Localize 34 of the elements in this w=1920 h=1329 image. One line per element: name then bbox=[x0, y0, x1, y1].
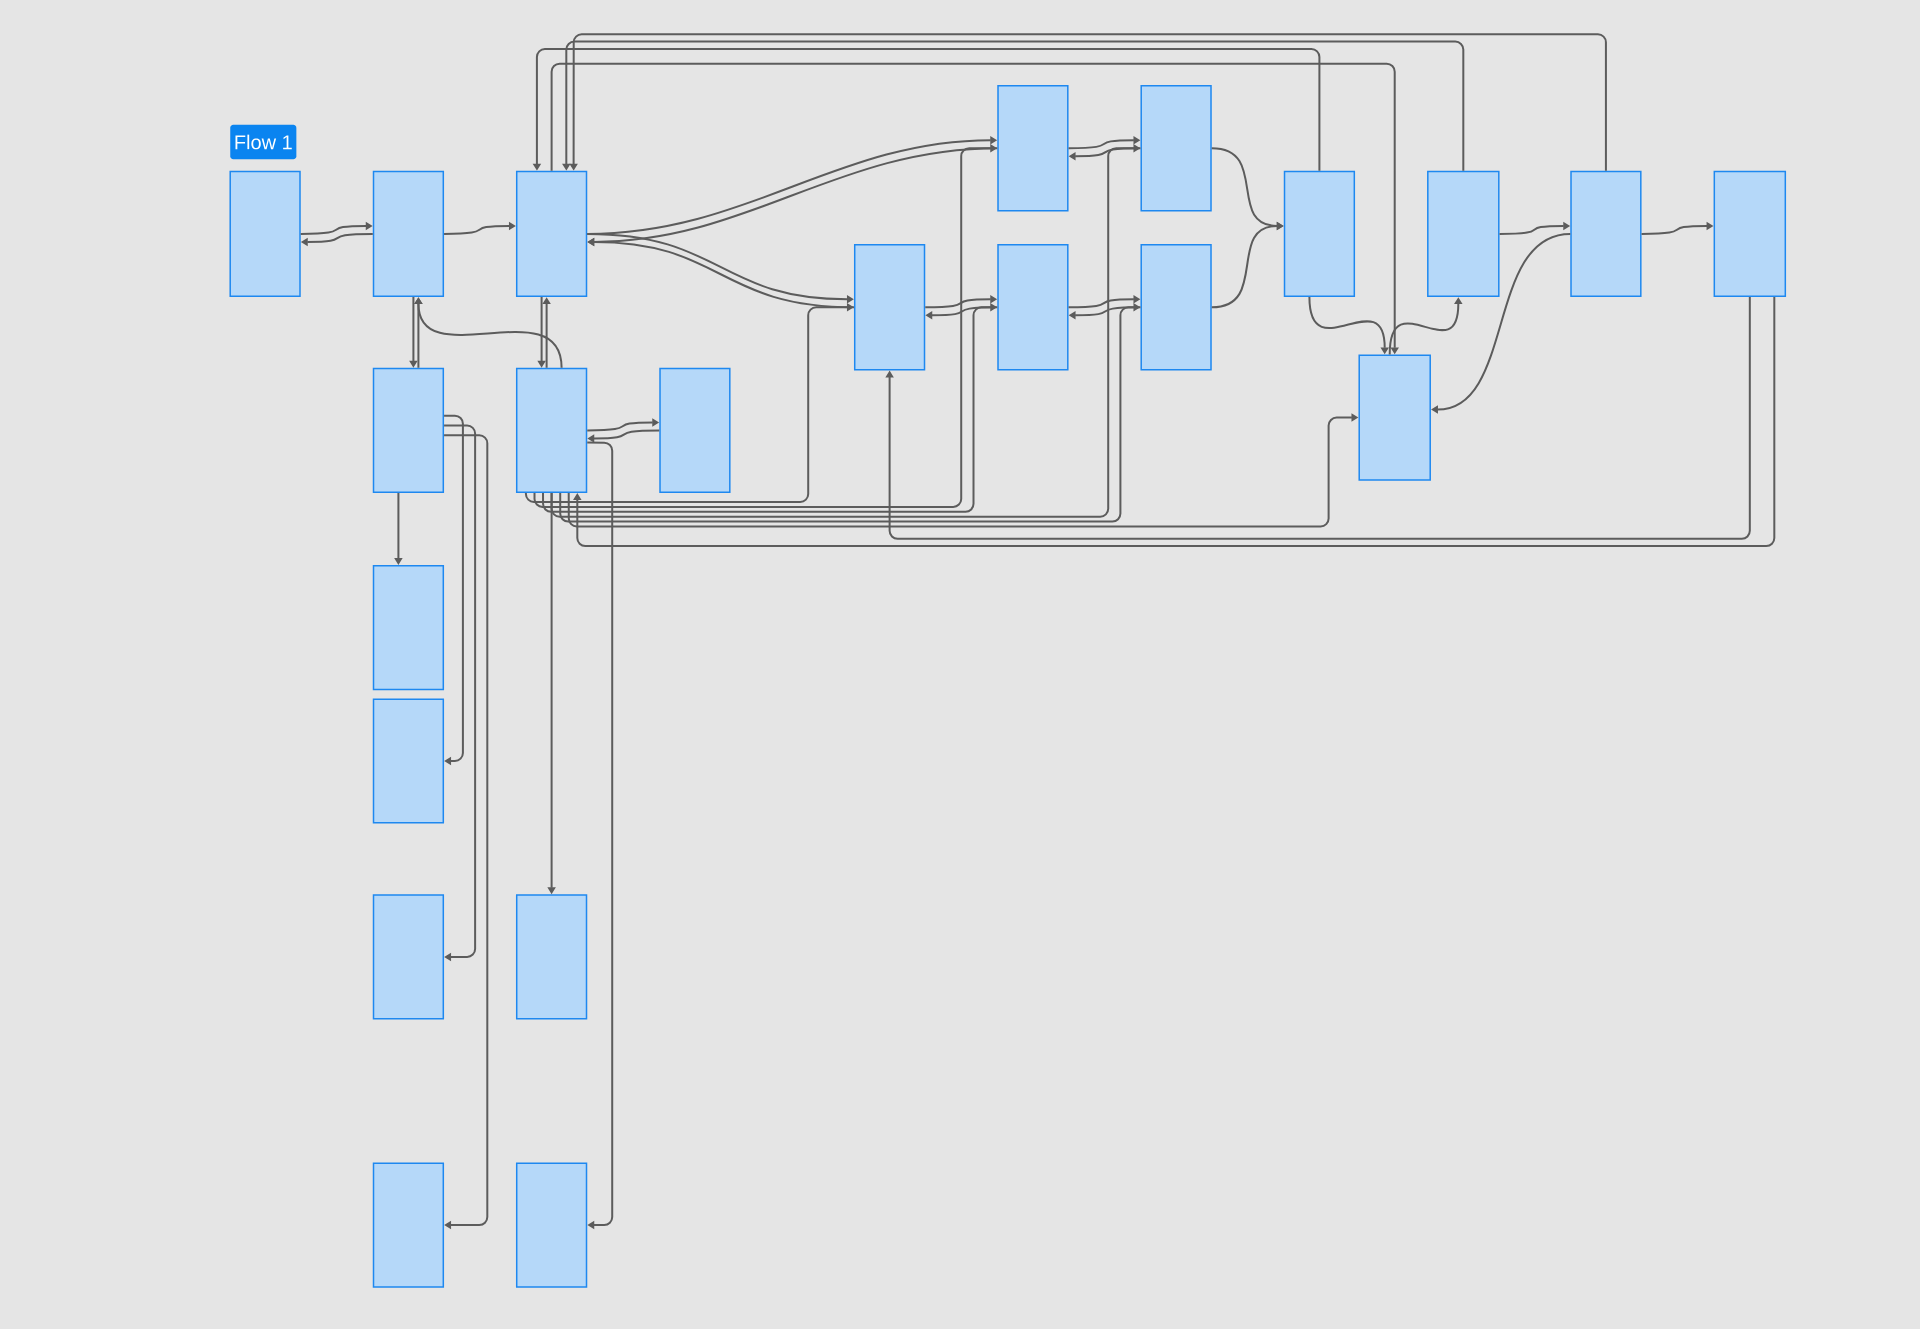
connector-arrow bbox=[586, 441, 614, 1230]
screen-box bbox=[515, 1162, 588, 1288]
screen-box bbox=[372, 1162, 445, 1288]
screen-box bbox=[372, 170, 445, 298]
screen-box bbox=[1570, 170, 1642, 298]
screen-box bbox=[229, 170, 301, 298]
connector-arrow bbox=[1431, 232, 1572, 414]
connector-arrow bbox=[443, 424, 477, 962]
connector-arrow bbox=[443, 414, 464, 766]
connector-arrow bbox=[394, 492, 403, 565]
screen-box bbox=[515, 170, 588, 298]
screen-box bbox=[1140, 85, 1212, 212]
screen-box bbox=[1140, 244, 1212, 371]
screen-box bbox=[853, 244, 926, 371]
screen-box bbox=[372, 894, 445, 1020]
screen-box bbox=[1358, 354, 1431, 481]
connector-arrow bbox=[573, 296, 1776, 548]
connector-arrow bbox=[885, 296, 1751, 540]
connector-arrow bbox=[562, 40, 1465, 172]
connector-arrow bbox=[524, 303, 854, 503]
connector-arrow bbox=[443, 221, 516, 235]
flow-badge: Flow 1 bbox=[230, 124, 297, 160]
screen-box bbox=[1713, 170, 1787, 298]
screen-box bbox=[997, 85, 1069, 212]
screen-box bbox=[372, 565, 445, 691]
screen-box bbox=[372, 698, 445, 824]
screen-box bbox=[515, 894, 588, 1020]
screen-box bbox=[1427, 170, 1500, 298]
screen-box bbox=[515, 367, 588, 493]
screen-box bbox=[659, 367, 731, 493]
screen-box bbox=[997, 244, 1069, 371]
screen-box bbox=[1283, 170, 1356, 298]
screen-box bbox=[372, 367, 445, 493]
connector-arrow bbox=[443, 434, 489, 1230]
